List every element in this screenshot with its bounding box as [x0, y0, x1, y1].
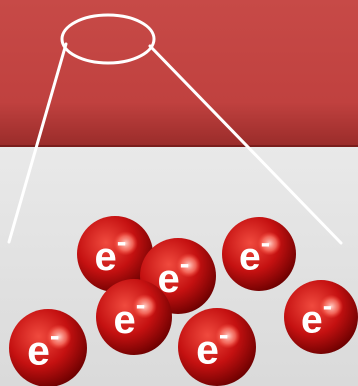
electron: e- — [222, 217, 296, 291]
electron: e- — [284, 280, 358, 354]
electron: e- — [9, 309, 87, 386]
top-band — [0, 0, 358, 146]
electron: e- — [178, 308, 256, 386]
electron: e- — [96, 279, 172, 355]
